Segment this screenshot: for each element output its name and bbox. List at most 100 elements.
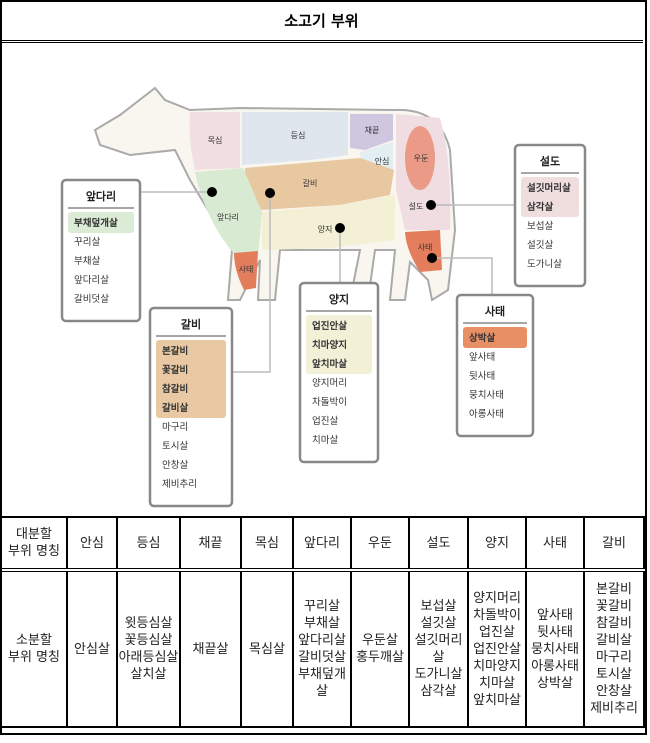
- part-name: 목심살: [249, 641, 285, 657]
- part-name: 꾸리살: [304, 599, 340, 614]
- region-label-deungsim: 등심: [291, 130, 306, 140]
- region-label-apdari: 앞다리: [217, 212, 239, 222]
- region-label-udun: 우둔: [414, 154, 429, 163]
- callout-item: 마구리: [162, 422, 188, 433]
- dot-satae: [427, 253, 437, 263]
- part-name: 꽃등심살: [124, 633, 173, 648]
- part-name: 앞치마살: [473, 692, 521, 708]
- part-name: 윗등심살: [124, 616, 173, 631]
- part-name: 업진살: [479, 624, 515, 640]
- part-name: 설깃머리: [414, 633, 463, 648]
- callout-item: 치마양지: [312, 339, 347, 351]
- callout-item: 부채살: [74, 256, 100, 267]
- highlight-band: [306, 315, 372, 374]
- callout-title: 앞다리: [86, 189, 116, 203]
- parts-cell: 채끝살: [179, 569, 242, 728]
- callout-item: 양지머리: [312, 378, 347, 389]
- callout-item: 치마살: [312, 434, 338, 446]
- region-label-seoldo: 설도: [409, 201, 424, 211]
- part-name: 우둔살: [362, 633, 398, 648]
- part-name: 설깃살: [420, 616, 457, 631]
- highlight-band: [156, 340, 226, 418]
- part-name: 삼각살: [420, 684, 457, 699]
- part-name: 제비추리: [590, 701, 638, 716]
- region-deungsim: [242, 112, 348, 165]
- region-satae-front: [234, 251, 258, 290]
- callout-item: 본갈비: [162, 345, 188, 357]
- callout-item: 앞다리살: [74, 274, 109, 286]
- callout-item: 뒷사태: [469, 370, 495, 382]
- callout-item: 갈비살: [162, 402, 188, 414]
- part-name: 뭉치사태: [531, 641, 579, 657]
- callout-item: 도가니살: [527, 259, 562, 270]
- region-label-satae-rear: 사태: [418, 243, 433, 252]
- part-name: 마구리: [596, 650, 632, 665]
- callout-item: 설깃살: [527, 240, 553, 251]
- marker-dots: [207, 187, 437, 263]
- part-name: 차돌박이: [473, 607, 521, 623]
- header-label: 대분할 부위 명칭: [0, 516, 68, 572]
- column-header: 안심: [66, 516, 118, 572]
- column-header: 사태: [525, 516, 585, 572]
- callout-item: 뭉치사태: [469, 389, 504, 401]
- callout-title: 사태: [485, 304, 505, 318]
- callout-item: 삼각살: [527, 201, 553, 213]
- part-name: 안창살: [596, 684, 632, 699]
- region-udun: [405, 126, 435, 190]
- part-name: 살: [316, 684, 328, 699]
- part-name: 채끝살: [192, 641, 229, 657]
- page-title: 소고기 부위: [0, 0, 643, 43]
- callout-title: 갈비: [181, 317, 201, 331]
- region-galbi: [245, 158, 394, 210]
- part-name: 갈비덧살: [298, 650, 346, 665]
- part-name: 뒷사태: [537, 624, 573, 640]
- part-name: 치마살: [479, 675, 515, 691]
- callout-item: 부채덮개살: [74, 217, 118, 229]
- part-name: 살: [432, 650, 445, 665]
- callout-item: 차돌박이: [312, 396, 347, 408]
- column-header: 설도: [408, 516, 469, 572]
- highlight-band: [463, 327, 527, 348]
- region-yangji: [262, 195, 395, 250]
- part-name: 치마양지: [473, 658, 521, 674]
- callout-item: 상박살: [469, 332, 495, 344]
- callout-item: 토시살: [162, 441, 188, 452]
- dot-yangji: [335, 223, 345, 233]
- part-name: 앞다리살: [298, 633, 346, 648]
- parts-cell: 목심살: [240, 569, 294, 728]
- dot-seoldo: [426, 200, 436, 210]
- highlight-band: [68, 212, 134, 233]
- callout-item: 안창살: [162, 460, 188, 471]
- column-header: 양지: [467, 516, 527, 572]
- highlight-band: [521, 177, 579, 217]
- column-header: 갈비: [583, 516, 645, 572]
- part-name: 상박살: [537, 675, 573, 691]
- region-label-chaekkeut: 채끝: [365, 125, 380, 135]
- part-name: 살치살: [130, 667, 167, 682]
- callout-title: 양지: [329, 292, 349, 306]
- detail-label: 소분할 부위 명칭: [0, 569, 68, 728]
- dot-apdari: [207, 187, 217, 197]
- callout-item: 꾸리살: [74, 237, 100, 248]
- callout-item: 아롱사태: [469, 409, 504, 420]
- parts-cell: 안심살: [66, 569, 118, 728]
- callout-item: 참갈비: [162, 383, 188, 395]
- callout-item: 갈비덧살: [74, 293, 109, 305]
- callout-item: 앞치마살: [312, 358, 347, 370]
- region-label-yangji: 양지: [318, 225, 333, 234]
- part-name: 갈비살: [596, 633, 632, 648]
